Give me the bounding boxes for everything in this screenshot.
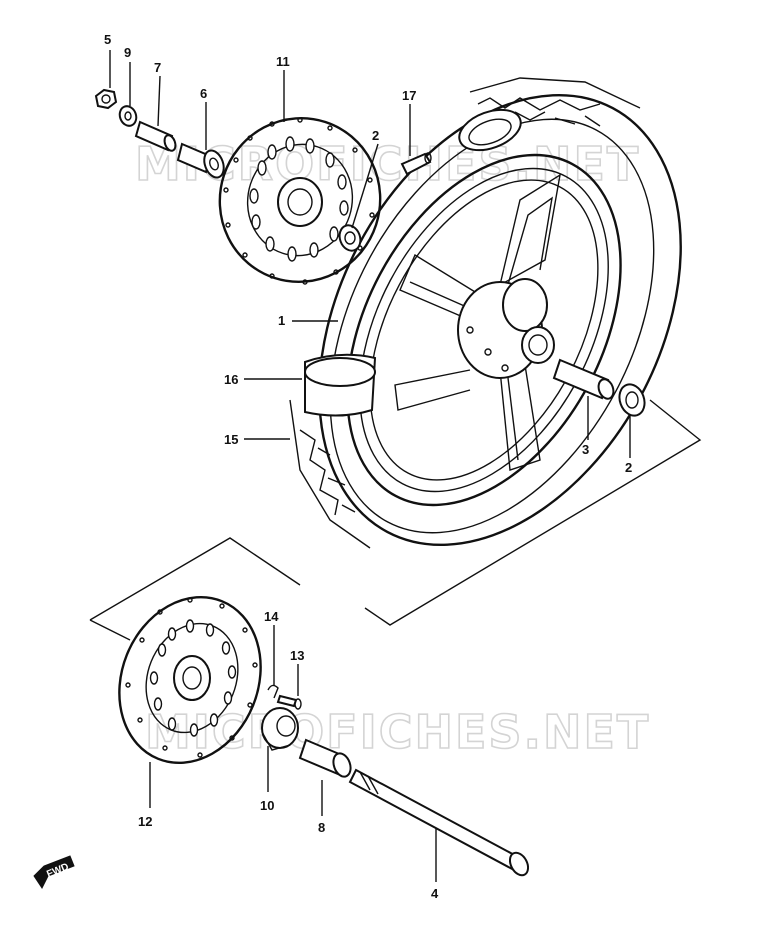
brake-disc-left <box>118 595 262 765</box>
callout-17: 17 <box>402 88 416 103</box>
callout-3: 3 <box>582 442 589 457</box>
front-axle <box>348 768 530 877</box>
bearing-left <box>618 383 646 417</box>
callout-6: 6 <box>200 86 207 101</box>
axle-collar <box>176 142 225 179</box>
tire-top-cutaway <box>458 108 522 152</box>
callout-labels: 5 9 7 6 11 2 17 1 16 15 3 2 14 13 10 8 1… <box>104 32 632 901</box>
hub-spacer <box>552 358 615 400</box>
watermark-bottom: MICROFICHES.NET <box>145 705 650 759</box>
axle-spacer <box>298 738 352 778</box>
spacer <box>134 120 177 152</box>
callout-8: 8 <box>318 820 325 835</box>
tire-tube-cutaway <box>304 353 377 417</box>
callout-14: 14 <box>264 609 279 624</box>
callout-11: 11 <box>276 54 290 69</box>
callout-5: 5 <box>104 32 111 47</box>
assembly-lines <box>89 399 702 641</box>
callout-4: 4 <box>431 886 439 901</box>
retainer-clip <box>267 684 279 699</box>
callout-16: 16 <box>224 372 238 387</box>
callout-2-right: 2 <box>625 460 632 475</box>
wheel-hub <box>457 278 555 379</box>
screw <box>276 694 302 710</box>
callout-1: 1 <box>278 313 285 328</box>
callout-12: 12 <box>138 814 152 829</box>
callout-10: 10 <box>260 798 274 813</box>
washer <box>118 105 138 127</box>
callout-9: 9 <box>124 45 131 60</box>
brake-disc-right <box>218 116 382 285</box>
callout-13: 13 <box>290 648 304 663</box>
forward-arrow-icon: FWD <box>33 855 75 889</box>
callout-2-top: 2 <box>372 128 379 143</box>
valve-stem <box>400 152 432 176</box>
leader-lines <box>109 50 631 882</box>
callout-15: 15 <box>224 432 238 447</box>
bearing-right <box>338 224 362 252</box>
axle-nut <box>94 88 118 110</box>
callout-7: 7 <box>154 60 161 75</box>
speedometer-gearbox <box>261 707 299 751</box>
